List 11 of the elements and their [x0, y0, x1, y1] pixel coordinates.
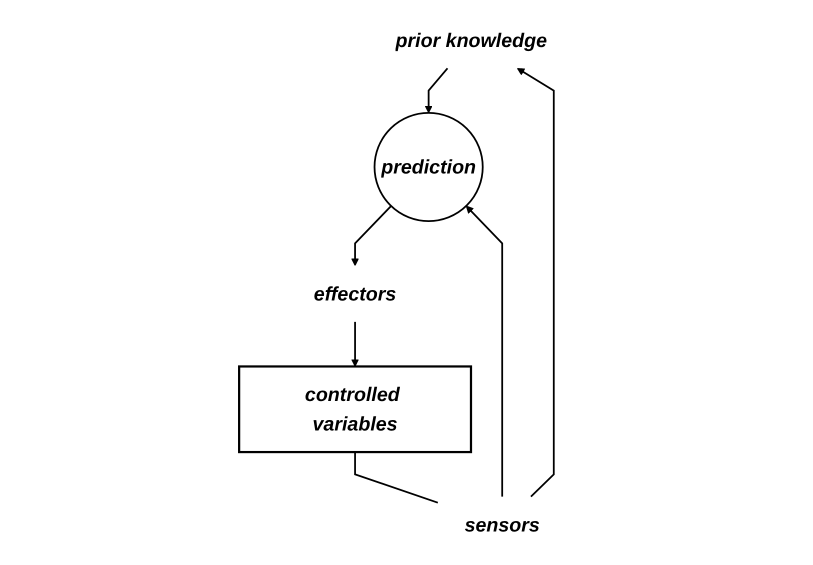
node-text: prior knowledge: [396, 29, 548, 52]
node-box: controlled variables: [238, 365, 472, 454]
arrow: [516, 68, 555, 498]
arrow: [351, 205, 392, 266]
connector: [354, 452, 438, 504]
node-circle: prediction: [374, 112, 484, 222]
arrow: [351, 322, 360, 367]
arrow: [424, 68, 448, 114]
node-text: effectors: [314, 282, 396, 305]
node-text: sensors: [464, 514, 540, 536]
arrow: [466, 206, 504, 497]
